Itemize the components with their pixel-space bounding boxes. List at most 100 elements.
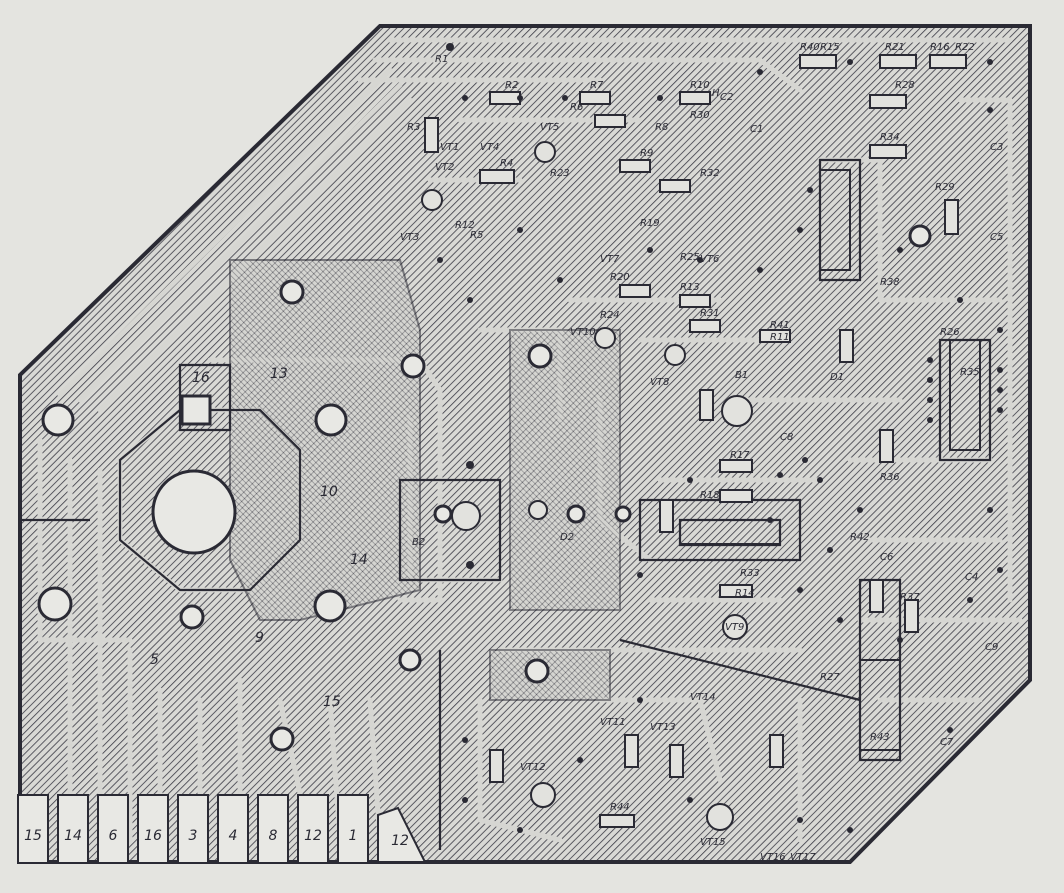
component-label: R2: [505, 80, 518, 91]
edge-contact: [257, 794, 289, 864]
component-label: R28: [895, 80, 915, 91]
mounting-hole: [269, 726, 295, 752]
component-label: H: [712, 88, 720, 99]
component-label: R12: [455, 220, 475, 231]
component-label: R11: [770, 332, 790, 343]
component-label: R42: [850, 532, 870, 543]
mounting-hole: [908, 224, 932, 248]
edge-contact-label: 15: [24, 828, 42, 844]
component-label: R16: [930, 42, 950, 53]
component-label: R8: [655, 122, 668, 133]
pad-label: 13: [270, 366, 288, 382]
component-label: C7: [940, 737, 954, 748]
square-pad: [180, 394, 212, 426]
mounting-hole: [41, 403, 75, 437]
edge-contact-label: 3: [189, 828, 198, 844]
component-label: C9: [985, 642, 998, 653]
mounting-holes: [37, 224, 932, 752]
component-label: D2: [560, 532, 574, 543]
pad-label: 15: [323, 694, 341, 710]
mounting-hole: [314, 403, 348, 437]
component-label: D1: [830, 372, 844, 383]
pcb-board: 15 14 6 16 3 4 8 12 1 12 13 16 10 14 9 5…: [17, 24, 1032, 864]
edge-contact-label: 8: [269, 828, 278, 844]
component-label: VT14: [690, 692, 716, 703]
mounting-hole: [524, 658, 550, 684]
component-label: R24: [600, 310, 620, 321]
edge-contact-label: 6: [109, 828, 118, 844]
component-label: R3: [407, 122, 420, 133]
component-label: R10: [690, 80, 710, 91]
component-label: R38: [880, 277, 900, 288]
component-label: B2: [412, 537, 425, 548]
component-labels: R1 R2 R3 R4 R5 R6 R7 R8 R9 R10 R11 R12 R…: [400, 42, 1003, 863]
mounting-hole: [279, 279, 305, 305]
component-label: C3: [990, 142, 1003, 153]
component-label: R15: [820, 42, 840, 53]
component-label: R41: [770, 320, 790, 331]
mounting-hole: [614, 505, 632, 523]
component-label: R36: [880, 472, 900, 483]
component-label: VT13: [650, 722, 676, 733]
edge-contact: [337, 794, 369, 864]
edge-contact: [137, 794, 169, 864]
edge-contact-labels: 15 14 6 16 3 4 8 12 1 12: [24, 828, 409, 849]
mounting-hole: [566, 504, 586, 524]
component-label: VT5: [540, 122, 559, 133]
component-label: VT16: [760, 852, 786, 863]
component-label: C6: [880, 552, 893, 563]
component-label: R21: [885, 42, 905, 53]
solder-points: [437, 43, 1003, 833]
component-label: VT8: [650, 377, 669, 388]
component-label: R34: [880, 132, 900, 143]
pad-label: 5: [150, 652, 159, 668]
component-label: R6: [570, 102, 583, 113]
component-label: R9: [640, 148, 653, 159]
component-label: R37: [900, 592, 920, 603]
component-label: VT3: [400, 232, 419, 243]
component-label: R1: [435, 54, 448, 65]
edge-contact: [97, 794, 129, 864]
component-label: VT12: [520, 762, 546, 773]
component-label: R14: [735, 588, 755, 599]
edge-contact: [377, 806, 427, 863]
component-label: R35: [960, 367, 980, 378]
component-label: R23: [550, 168, 570, 179]
component-label: R5: [470, 230, 483, 241]
mounting-hole: [398, 648, 422, 672]
component-label: R25: [680, 252, 700, 263]
component-label: C5: [990, 232, 1003, 243]
edge-contact: [57, 794, 89, 864]
component-label: R30: [690, 110, 710, 121]
edge-contact-label: 12: [304, 828, 322, 844]
edge-connector: [17, 794, 427, 864]
component-label: R31: [700, 308, 720, 319]
component-label: VT4: [480, 142, 499, 153]
pad-label: 10: [320, 484, 338, 500]
component-label: R27: [820, 672, 840, 683]
component-label: R44: [610, 802, 630, 813]
component-label: R4: [500, 158, 513, 169]
component-label: R32: [700, 168, 720, 179]
mounting-hole: [37, 586, 73, 622]
component-label: R43: [870, 732, 890, 743]
component-label: R33: [740, 568, 760, 579]
edge-contact: [177, 794, 209, 864]
component-label: VT9: [725, 622, 744, 633]
mounting-hole: [313, 589, 347, 623]
components: [421, 54, 981, 831]
mounting-hole: [400, 353, 426, 379]
central-hole: [151, 469, 237, 555]
mounting-hole: [527, 343, 553, 369]
pad-label: 14: [350, 552, 368, 568]
edge-contact-label: 4: [229, 828, 238, 844]
component-label: R40: [800, 42, 820, 53]
plain-copper-areas: [229, 259, 621, 701]
component-label: VT17: [790, 852, 816, 863]
component-label: VT1: [440, 142, 459, 153]
edge-contact: [17, 794, 49, 864]
component-label: R26: [940, 327, 960, 338]
component-label: VT6: [700, 254, 719, 265]
component-label: R20: [610, 272, 630, 283]
